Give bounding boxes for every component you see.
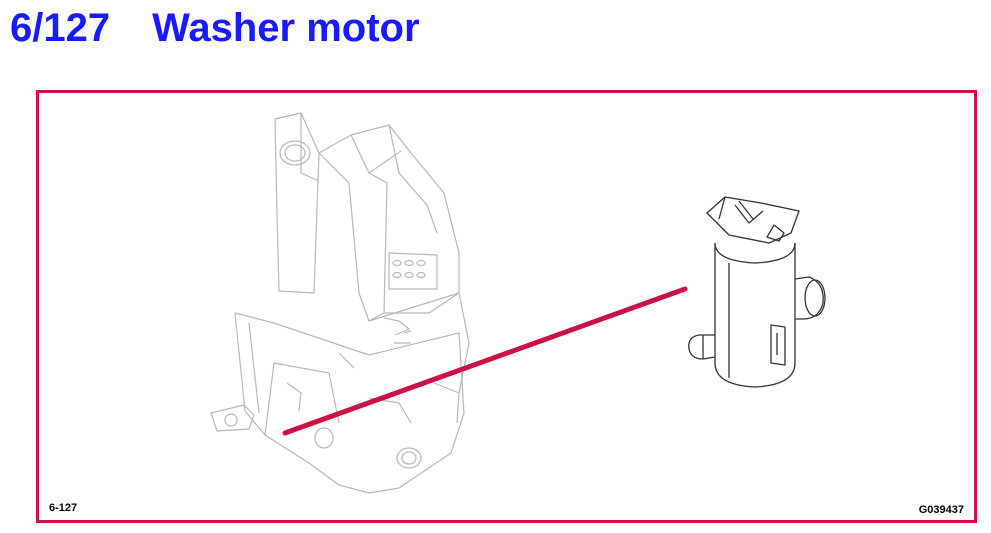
figure-code: G039437 [918,504,964,516]
washer-diagram [210,112,826,494]
leader-line [282,286,688,436]
page-title: 6/127 Washer motor [10,4,420,52]
washer-reservoir-illustration [210,112,470,494]
figure-reference: 6-127 [49,502,78,514]
section-title: Washer motor [152,6,420,50]
washer-motor-illustration [688,196,826,388]
section-code: 6/127 [10,6,111,50]
diagram-frame: 6-127 G039437 [36,90,977,523]
